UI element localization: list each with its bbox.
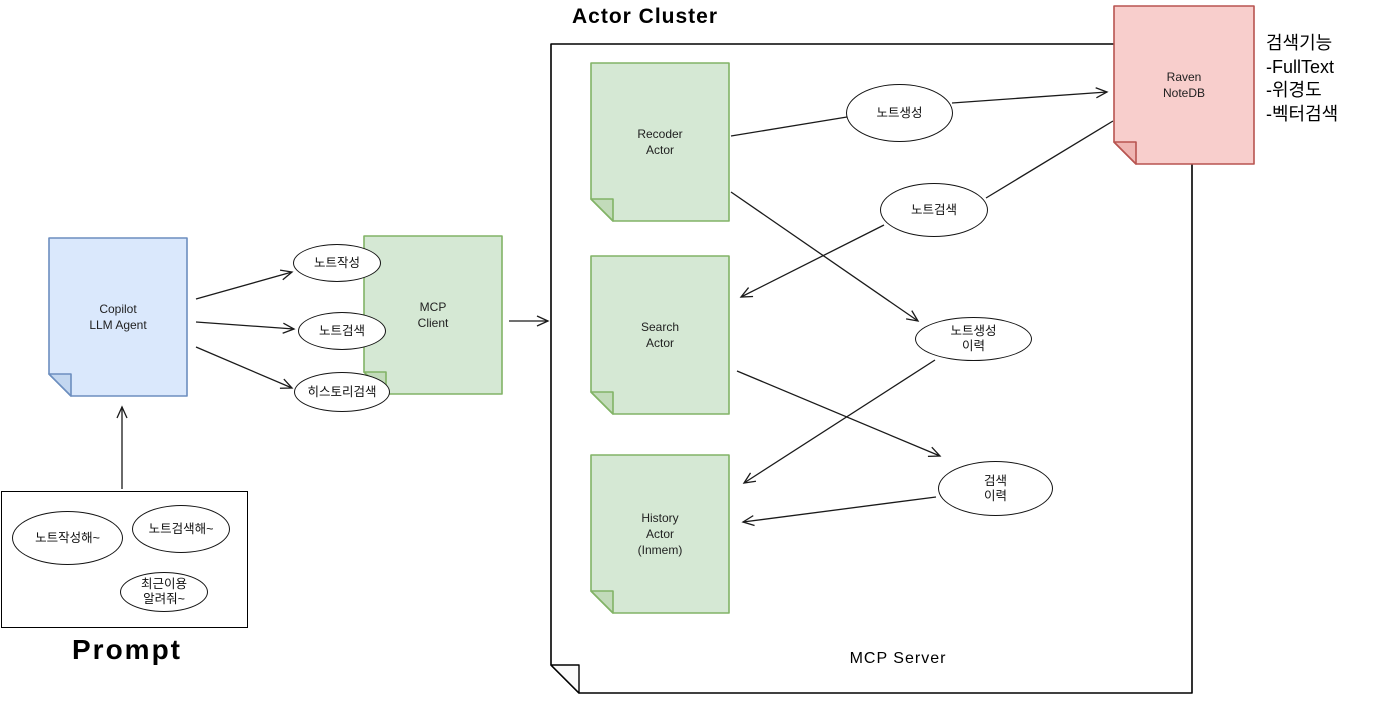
prompt-title: Prompt <box>72 634 182 665</box>
arrow-search-actor-to-search-hist <box>736 370 942 458</box>
ellipse-note-create-history: 노트생성 이력 <box>915 317 1032 361</box>
note-body <box>363 235 503 395</box>
annotation-line-2: -FullText <box>1266 56 1335 77</box>
ellipse-prompt-recent: 최근이용 알려줘~ <box>120 572 208 612</box>
ellipse-prompt-recent-line2: 알려줘~ <box>143 592 185 606</box>
note-fold <box>590 590 614 614</box>
note-fold <box>590 198 614 222</box>
ellipse-note-search-server: 노트검색 <box>880 183 988 237</box>
mcp-server-box-fold <box>550 664 580 694</box>
note-fold <box>1113 141 1137 165</box>
ellipse-prompt-search-label: 노트검색해~ <box>148 521 214 536</box>
note-fold <box>590 391 614 415</box>
mcp-server-label: MCP Server <box>849 650 947 667</box>
note-mcp-client-label: MCP Client <box>417 300 449 330</box>
ellipse-note-create-label: 노트생성 <box>876 105 923 120</box>
ellipse-prompt-write: 노트작성해~ <box>12 511 123 565</box>
ellipse-prompt-write-label: 노트작성해~ <box>35 530 100 545</box>
arrow-copilot-to-note-write <box>195 269 294 300</box>
ellipse-prompt-search: 노트검색해~ <box>132 505 230 553</box>
note-search-label: Search Actor <box>640 320 680 350</box>
note-raven-label: Raven NoteDB <box>1162 70 1206 100</box>
arrow-recoder-to-note-create-hist <box>730 191 920 322</box>
arrow-search-hist-to-history-actor <box>741 496 937 527</box>
ellipse-history-search-label: 히스토리검색 <box>307 384 377 399</box>
ellipse-search-history-line2: 이력 <box>983 488 1007 503</box>
arrow-note-search-srv-to-search-actor <box>739 224 885 298</box>
note-raven-notedb: Raven NoteDB <box>1113 5 1255 165</box>
note-copilot-llm-agent: Copilot LLM Agent <box>48 237 188 397</box>
note-copilot-label: Copilot LLM Agent <box>89 302 147 332</box>
arrow-copilot-to-history-search <box>195 346 294 389</box>
note-history-label: History Actor (Inmem) <box>637 511 683 557</box>
ellipse-note-write: 노트작성 <box>293 244 381 282</box>
ellipse-note-create-history-line1: 노트생성 <box>950 324 997 338</box>
ellipse-note-search-server-label: 노트검색 <box>910 202 957 217</box>
arrow-note-create-to-raven <box>951 87 1109 104</box>
ellipse-note-search-label: 노트검색 <box>318 323 365 338</box>
line-raven-to-note-search-srv <box>985 120 1114 199</box>
note-recoder-actor: Recoder Actor <box>590 62 730 222</box>
note-fold <box>48 373 72 397</box>
search-features-annotation: 검색기능 -FullText -위경도 -벡터검색 <box>1266 32 1392 126</box>
ellipse-note-write-label: 노트작성 <box>313 255 360 270</box>
arrow-note-create-hist-to-history-actor <box>742 359 936 484</box>
note-body <box>590 255 730 415</box>
ellipse-note-create-history-line2: 이력 <box>961 339 985 353</box>
ellipse-history-search: 히스토리검색 <box>294 372 390 412</box>
actor-cluster-title: Actor Cluster <box>572 5 719 28</box>
annotation-line-4: -벡터검색 <box>1266 103 1339 124</box>
ellipse-search-history-line1: 검색 <box>983 473 1007 488</box>
note-body <box>590 62 730 222</box>
annotation-line-3: -위경도 <box>1266 80 1322 100</box>
ellipse-note-search: 노트검색 <box>298 312 386 350</box>
note-body <box>590 454 730 614</box>
note-recoder-label: Recoder Actor <box>637 127 683 157</box>
note-mcp-client: MCP Client <box>363 235 503 395</box>
ellipse-note-create: 노트생성 <box>846 84 953 142</box>
note-body <box>48 237 188 397</box>
note-history-actor: History Actor (Inmem) <box>590 454 730 614</box>
ellipse-search-history: 검색 이력 <box>938 461 1053 516</box>
arrow-copilot-to-note-search <box>195 321 296 334</box>
note-body <box>1113 5 1255 165</box>
line-recoder-to-note-create <box>730 116 848 137</box>
ellipse-prompt-recent-line1: 최근이용 <box>140 577 187 591</box>
annotation-line-1: 검색기능 <box>1266 33 1333 53</box>
note-search-actor: Search Actor <box>590 255 730 415</box>
